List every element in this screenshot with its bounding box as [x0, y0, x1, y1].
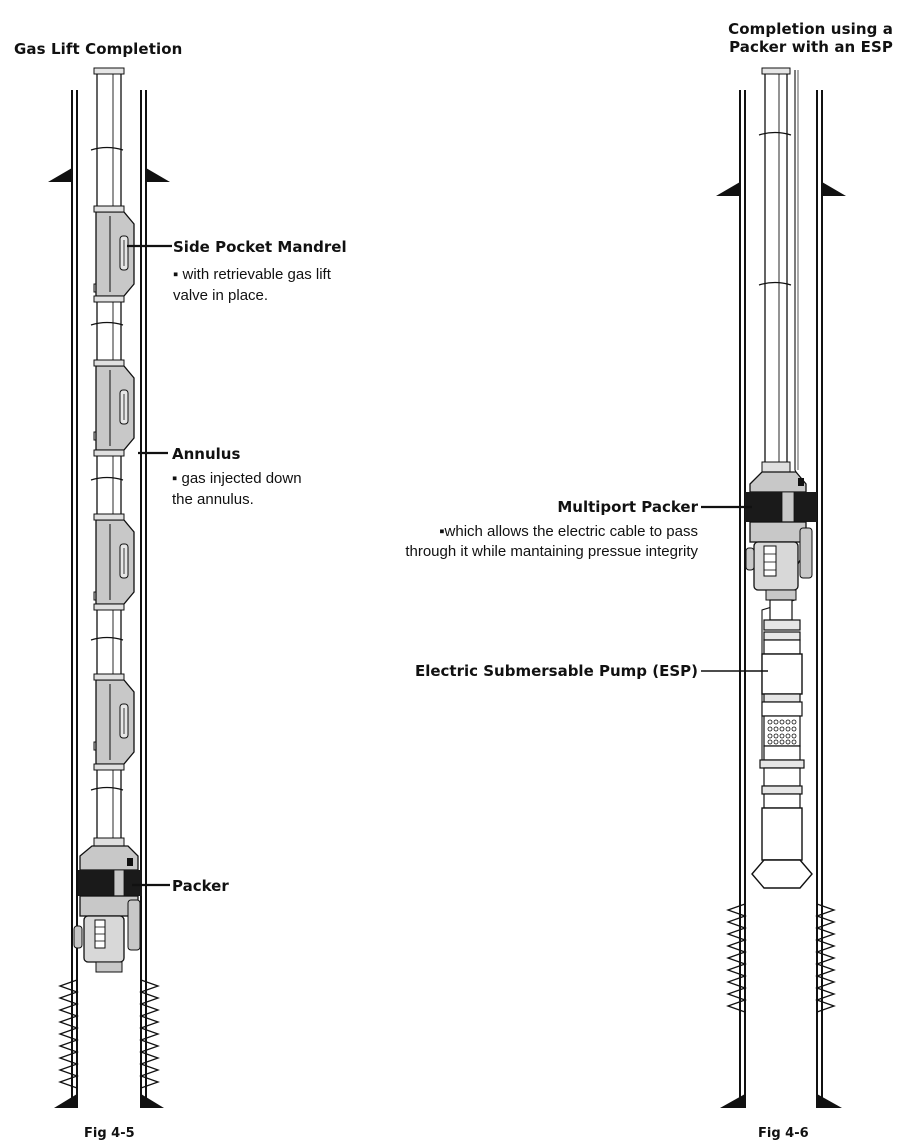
right-figure-caption: Fig 4-6 [758, 1126, 809, 1141]
left-packer [73, 845, 142, 973]
annulus-callout-title: Annulus [172, 445, 241, 463]
mandrel-callout-title: Side Pocket Mandrel [173, 238, 347, 256]
left-wellbore [48, 90, 170, 1108]
annulus-callout-desc-line2: the annulus. [172, 491, 254, 508]
right-multiport-packer [745, 471, 817, 601]
right-diagram-title-line1: Completion using a [728, 20, 893, 38]
left-tubing-string [90, 67, 135, 970]
right-esp-assembly [751, 599, 813, 889]
left-diagram-title: Gas Lift Completion [14, 40, 183, 58]
multiport-callout-desc-line2: through it while mantaining pressue inte… [405, 543, 698, 560]
right-diagram-title-line2: Packer with an ESP [729, 38, 893, 56]
packer-callout-title: Packer [172, 877, 229, 895]
mandrel-callout-desc-line1: ▪ with retrievable gas lift [173, 266, 331, 283]
mandrel-callout-desc-line2: valve in place. [173, 287, 269, 304]
multiport-callout-desc-line1: ▪which allows the electric cable to pass [439, 523, 698, 540]
right-wellbore [716, 90, 846, 1108]
annulus-callout-desc-line1: ▪ gas injected down [172, 470, 302, 487]
left-figure-caption: Fig 4-5 [84, 1126, 135, 1141]
multiport-callout-title: Multiport Packer [557, 498, 698, 516]
esp-callout-title: Electric Submersable Pump (ESP) [414, 662, 698, 680]
